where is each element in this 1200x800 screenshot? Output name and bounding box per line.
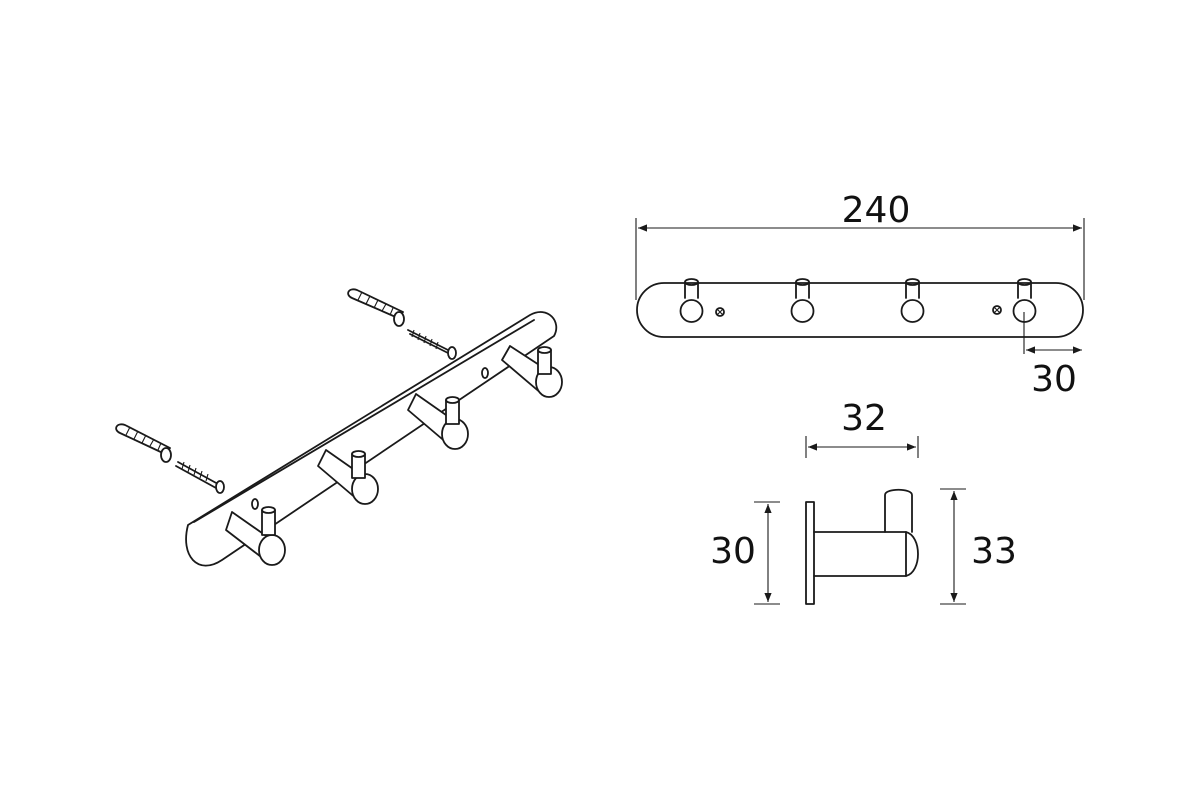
- mount-hole-left: [251, 498, 259, 510]
- front-view: 240: [635, 190, 1085, 400]
- front-hook-1: [679, 278, 704, 323]
- wall-plug-icon: [115, 423, 172, 463]
- isometric-view: [115, 288, 563, 567]
- dimension-label-30-side: 30: [710, 531, 756, 572]
- side-hook-cap: [905, 531, 919, 577]
- screw-icon: [175, 461, 225, 494]
- dimension-label-30-end: 30: [1031, 359, 1077, 400]
- screw-head-right: [992, 305, 1002, 315]
- hook-4: [501, 345, 563, 398]
- front-hook-2: [790, 278, 815, 323]
- side-hook-stem: [813, 531, 907, 577]
- back-plate: [185, 311, 558, 567]
- dimension-label-240: 240: [842, 190, 911, 231]
- wall-plug-icon: [347, 288, 405, 327]
- hook-3: [407, 393, 469, 450]
- screw-icon: [407, 329, 457, 360]
- front-hook-3: [900, 278, 925, 323]
- mount-hole-right: [481, 367, 489, 379]
- hook-1: [225, 506, 286, 566]
- side-plate: [805, 501, 815, 605]
- dimension-label-33: 33: [971, 531, 1017, 572]
- side-view: 32 30 33: [710, 398, 1017, 605]
- front-plate: [636, 282, 1084, 338]
- hook-2: [317, 449, 379, 505]
- back-plate-edge: [193, 319, 535, 523]
- side-hook-pin: [884, 488, 913, 533]
- dimension-label-32: 32: [841, 398, 887, 439]
- screw-head-left: [715, 307, 725, 317]
